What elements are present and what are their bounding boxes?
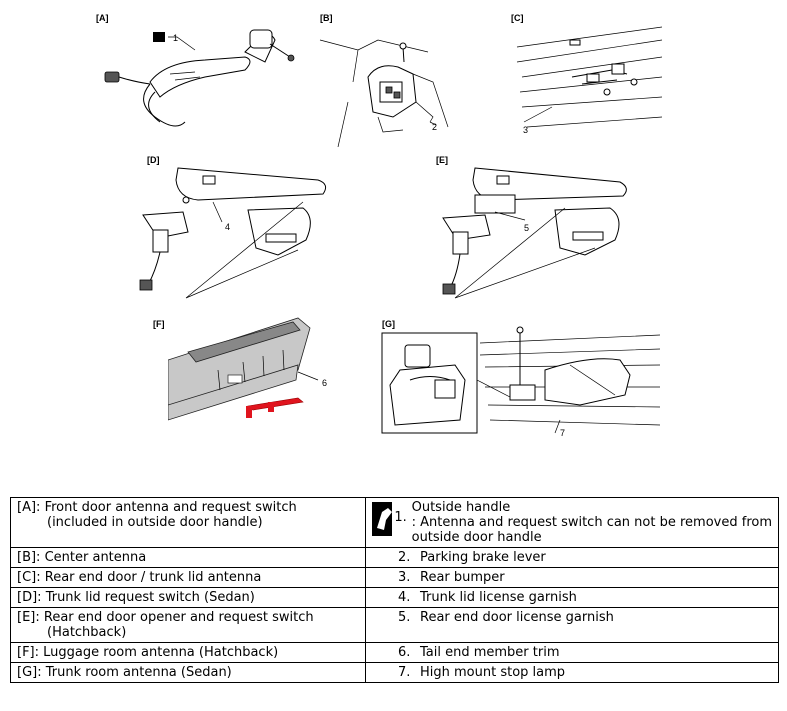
legend-description: Center antenna [44, 550, 147, 565]
legend-key: [F]: [17, 645, 40, 660]
callout-3: 3 [523, 125, 529, 135]
legend-row: [G]: Trunk room antenna (Sedan) 7. High mo… [10, 662, 779, 683]
legend-part-name: Rear bumper [420, 570, 505, 585]
panel-g-trunk-room-drawing [381, 326, 661, 434]
legend-description: (Hatchback) [47, 625, 127, 640]
callout-4: 4 [225, 222, 231, 232]
legend-description: Front door antenna and request switch [44, 500, 297, 515]
legend-left-cell: [G]: Trunk room antenna (Sedan) [10, 662, 366, 683]
panel-label-g: [G] [382, 319, 395, 329]
legend-part-name: High mount stop lamp [420, 665, 566, 680]
panel-b-center-antenna-drawing [319, 39, 449, 147]
callout-7: 7 [560, 428, 566, 438]
legend-row: [D]: Trunk lid request switch (Sedan) 4. T… [10, 587, 779, 608]
legend-left-cell: [A]: Front door antenna and request swit… [10, 497, 366, 548]
legend-key: [C]: [17, 570, 41, 585]
legend-number: 6. [398, 645, 411, 660]
panel-label-d: [D] [147, 155, 160, 165]
legend-description: Luggage room antenna (Hatchback) [43, 645, 279, 660]
legend-left-cell: [D]: Trunk lid request switch (Sedan) [10, 587, 366, 608]
legend-key: [G]: [17, 665, 42, 680]
callout-1: 1 [173, 33, 179, 43]
panel-c-rear-door-antenna-drawing [516, 26, 663, 128]
callout-6: 6 [322, 378, 328, 388]
legend-right-cell: 1. Outside handle: Antenna and request sw… [365, 497, 779, 548]
panel-label-b: [B] [320, 13, 333, 23]
panel-a-door-handle-drawing [104, 29, 295, 127]
legend-part-name: Outside handle [411, 500, 511, 515]
legend-left-cell: [F]: Luggage room antenna (Hatchback) [10, 642, 366, 663]
panel-label-e: [E] [436, 155, 448, 165]
legend-part-name: : Antenna and request switch can not be … [411, 515, 772, 530]
legend-key: [D]: [17, 590, 42, 605]
callout-5: 5 [524, 223, 530, 233]
legend-key: [B]: [17, 550, 41, 565]
legend-number: 3. [398, 570, 411, 585]
luggage-room-antenna-highlight [247, 397, 304, 411]
legend-table: [A]: Front door antenna and request swit… [10, 497, 779, 683]
legend-right-cell: 7. High mount stop lamp [365, 662, 779, 683]
legend-left-cell: [C]: Rear end door / trunk lid antenna [10, 567, 366, 588]
legend-row: [E]: Rear end door opener and request sw… [10, 607, 779, 643]
panel-label-c: [C] [511, 13, 524, 23]
panel-e-rear-door-garnish-drawing [442, 167, 627, 299]
legend-description: Trunk room antenna (Sedan) [45, 665, 232, 680]
legend-part-name: Parking brake lever [420, 550, 546, 565]
legend-row: [B]: Center antenna 2. Parking brake lever [10, 547, 779, 568]
legend-right-cell: 5. Rear end door license garnish [365, 607, 779, 643]
legend-part-name: outside door handle [411, 530, 542, 545]
legend-number: 7. [398, 665, 411, 680]
panel-label-f: [F] [153, 319, 165, 329]
legend-left-cell: [B]: Center antenna [10, 547, 366, 568]
legend-row: [F]: Luggage room antenna (Hatchback) 6. T… [10, 642, 779, 663]
callout-2: 2 [432, 122, 438, 132]
legend-right-cell: 6. Tail end member trim [365, 642, 779, 663]
legend-right-cell: 3. Rear bumper [365, 567, 779, 588]
legend-number: 1. [394, 510, 407, 525]
legend-right-cell: 2. Parking brake lever [365, 547, 779, 568]
legend-description: Rear end door / trunk lid antenna [44, 570, 262, 585]
legend-description: (included in outside door handle) [47, 515, 263, 530]
legend-number: 4. [398, 590, 411, 605]
legend-part-name: Rear end door license garnish [420, 610, 614, 625]
legend-key: [A]: [17, 500, 41, 515]
panel-d-trunk-lid-drawing [139, 167, 327, 299]
note-hand-icon [372, 502, 393, 536]
legend-right-cell: 4. Trunk lid license garnish [365, 587, 779, 608]
panel-f-tail-trim-drawing [168, 317, 319, 421]
panel-label-a: [A] [96, 13, 109, 23]
legend-part-name: Trunk lid license garnish [420, 590, 577, 605]
legend-row: [A]: Front door antenna and request swit… [10, 497, 779, 548]
legend-number: 2. [398, 550, 411, 565]
legend-part-name: Tail end member trim [420, 645, 560, 660]
legend-left-cell: [E]: Rear end door opener and request sw… [10, 607, 366, 643]
legend-description: Trunk lid request switch (Sedan) [45, 590, 255, 605]
legend-key: [E]: [17, 610, 40, 625]
legend-description: Rear end door opener and request switch [43, 610, 314, 625]
note-hand-icon-small [153, 32, 165, 42]
legend-number: 5. [398, 610, 411, 625]
